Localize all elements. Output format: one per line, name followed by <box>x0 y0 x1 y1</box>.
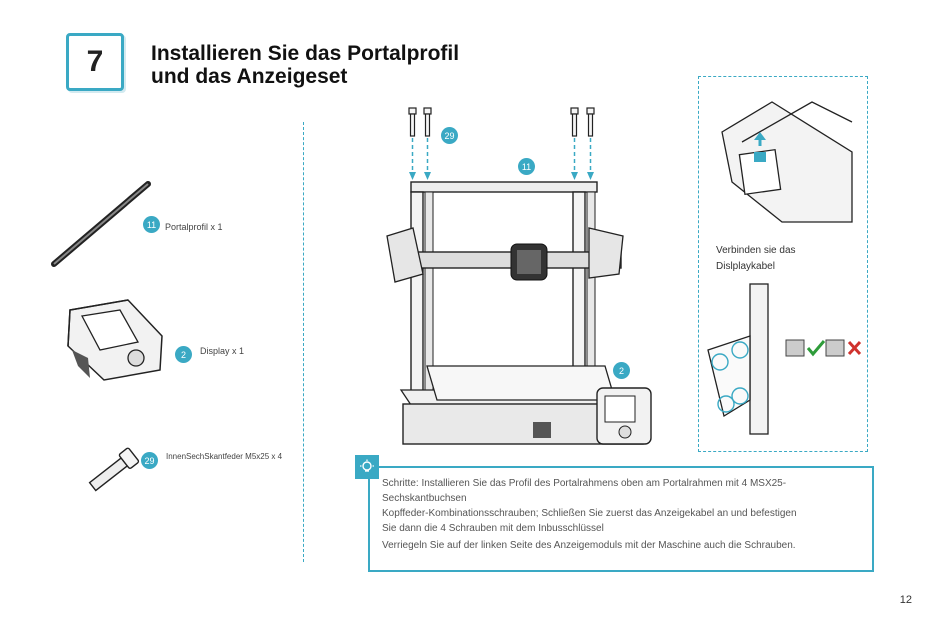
part-label-profile: Portalprofil x 1 <box>165 222 223 232</box>
part-badge-profile: 11 <box>143 216 160 233</box>
part-label-screw: InnenSechSkantfeder M5x25 x 4 <box>166 452 283 461</box>
display-illustration <box>67 299 163 381</box>
instruction-box <box>368 466 874 572</box>
callout-text-line-2: Dislplaykabel <box>716 261 775 272</box>
diagram-badge-display: 2 <box>613 362 630 379</box>
callout-text-line-1: Verbinden sie das <box>716 245 796 256</box>
page-title: Installieren Sie das Portalprofil und da… <box>151 42 459 88</box>
step-number-badge: 7 <box>66 33 124 91</box>
lightbulb-icon <box>355 455 379 479</box>
part-badge-screw: 29 <box>141 452 158 469</box>
part-label-display: Display x 1 <box>200 346 245 356</box>
instruction-line-3: Kopffeder-Kombinationsschrauben; Schließ… <box>382 508 797 519</box>
instruction-line-1: Schritte: Installieren Sie das Profil de… <box>382 478 787 489</box>
correct-orientation-icon <box>785 339 826 357</box>
diagram-badge-profile: 11 <box>518 158 535 175</box>
parts-divider <box>303 122 304 562</box>
part-badge-display: 2 <box>175 346 192 363</box>
instruction-line-5: Verriegeln Sie auf der linken Seite des … <box>382 540 796 551</box>
page-number: 12 <box>899 594 912 606</box>
display-bracket-detail <box>707 283 769 435</box>
screw-illustration <box>88 447 140 492</box>
instruction-line-4: Sie dann die 4 Schrauben mit dem Inbussc… <box>382 523 604 534</box>
cable-connection-detail <box>721 101 853 223</box>
diagram-badge-screws: 29 <box>441 127 458 144</box>
wrong-orientation-icon <box>825 339 862 357</box>
title-line-2: und das Anzeigeset <box>151 65 348 88</box>
detail-callout <box>698 76 868 452</box>
instruction-line-2: Sechskantbuchsen <box>382 493 467 504</box>
printer-assembly-diagram <box>386 107 652 445</box>
gantry-profile-illustration <box>51 181 151 267</box>
title-line-1: Installieren Sie das Portalprofil <box>151 42 460 65</box>
